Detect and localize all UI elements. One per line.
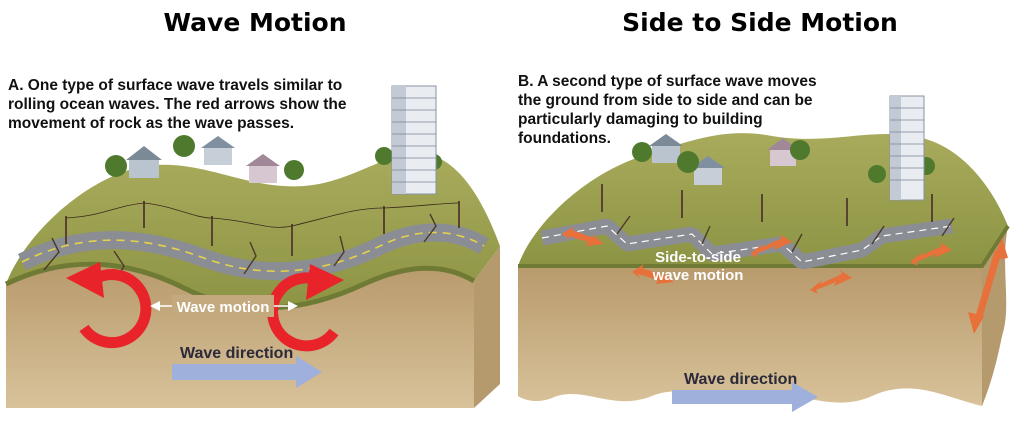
wave-direction-arrow-icon — [172, 356, 322, 388]
wave-motion-title: Wave Motion — [163, 8, 347, 37]
soil-side-face — [474, 246, 500, 408]
side-to-side-diagram: B. A second type of surface wave moves t… — [518, 73, 1010, 412]
wave-motion-label: Wave motion — [177, 299, 270, 316]
houses — [126, 136, 280, 183]
side-to-side-label-line-2: wave motion — [652, 267, 744, 284]
rotation-arrow-left-icon — [66, 262, 152, 349]
panel-b-caption-line-3: particularly damaging to building — [518, 111, 763, 128]
skyscraper — [391, 85, 437, 195]
rotation-arrow-right-icon — [267, 264, 344, 352]
side-to-side-label-line-1: Side-to-side — [655, 249, 741, 266]
panel-a-caption-line-3: movement of rock as the wave passes. — [8, 115, 294, 132]
panel-a-caption-line-1: A. One type of surface wave travels simi… — [8, 77, 342, 94]
panel-b-caption-line-4: foundations. — [518, 130, 611, 147]
wave-direction-label: Wave direction — [684, 371, 797, 388]
soil-cross-section — [6, 264, 474, 408]
side-to-side-motion-title: Side to Side Motion — [622, 8, 898, 37]
ground-cracks — [43, 213, 437, 281]
ground-cracks — [616, 215, 955, 253]
soil-side-face — [982, 226, 1008, 406]
trees — [632, 140, 935, 183]
side-motion-arrows-icon — [562, 226, 952, 294]
panel-a-caption-line-2: rolling ocean waves. The red arrows show… — [8, 96, 347, 113]
power-poles — [65, 201, 460, 256]
side-face-double-arrow-icon — [968, 238, 1008, 334]
wave-motion-diagram: A. One type of surface wave travels simi… — [4, 77, 500, 408]
wave-direction-label: Wave direction — [180, 345, 293, 362]
panel-b-caption-line-1: B. A second type of surface wave moves — [518, 73, 817, 90]
skyscraper — [889, 95, 925, 201]
soil-cross-section — [518, 266, 982, 406]
power-poles — [601, 184, 933, 226]
grass-surface — [6, 153, 500, 308]
panel-b-caption-line-2: the ground from side to side and can be — [518, 92, 813, 109]
wave-direction-arrow-icon — [672, 382, 818, 412]
